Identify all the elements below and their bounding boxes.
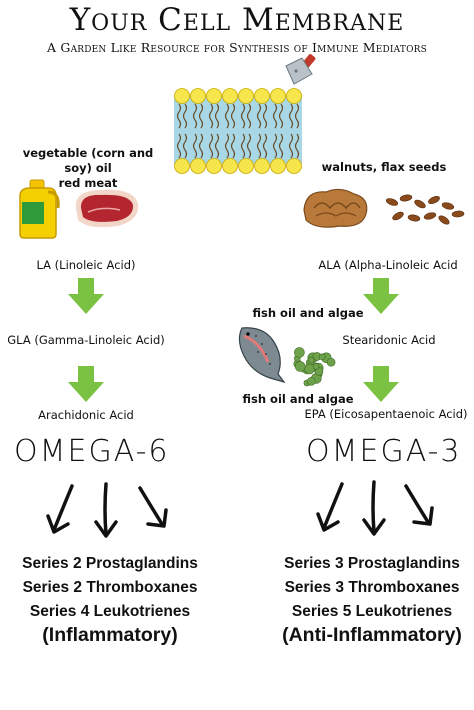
steak-icon — [75, 189, 139, 228]
omega3-source: walnuts, flax seeds — [321, 160, 447, 174]
omega3-branch-arrows — [316, 480, 434, 536]
meat-cleaver-icon — [285, 54, 316, 85]
omega3-label: OMEGA-3 — [306, 434, 462, 469]
walnut-icon — [303, 188, 368, 228]
omega6-series-item: Series 2 Thromboxanes — [22, 579, 198, 596]
omega6-series-item: Series 2 Prostaglandins — [22, 555, 198, 572]
omega6-branch-arrows — [46, 482, 168, 538]
omega6-source: vegetable (corn and soy) oil red meat — [8, 146, 168, 191]
page-title: Your Cell Membrane — [69, 2, 405, 38]
omega6-source-line2: red meat — [58, 176, 118, 190]
down-arrow-icon — [363, 278, 399, 314]
omega6-step2: GLA (Gamma-Linoleic Acid) — [7, 333, 165, 347]
down-arrow-icon — [68, 278, 104, 314]
oil-bottle-icon — [19, 179, 60, 239]
omega3-series-item: Series 3 Prostaglandins — [284, 555, 460, 572]
omega3-step1: ALA (Alpha-Linoleic Acid — [318, 258, 458, 272]
omega6-label: OMEGA-6 — [14, 434, 170, 469]
down-arrow-icon — [68, 366, 104, 402]
omega3-side-source-top: fish oil and algae — [252, 306, 364, 320]
omega3-step2: Stearidonic Acid — [342, 333, 436, 347]
flax-seeds-icon — [385, 194, 465, 225]
omega3-effect: (Anti-Inflammatory) — [282, 624, 462, 646]
algae-icon — [293, 347, 336, 387]
cell-membrane-bilayer-icon — [174, 88, 302, 174]
omega3-side-source-bottom: fish oil and algae — [242, 392, 354, 406]
omega3-series-item: Series 3 Thromboxanes — [284, 579, 460, 596]
omega6-series-list: Series 2 Prostaglandins Series 2 Thrombo… — [14, 552, 206, 624]
omega6-step1: LA (Linoleic Acid) — [36, 258, 136, 272]
omega6-series-item: Series 4 Leukotrienes — [29, 603, 191, 620]
omega6-step3: Arachidonic Acid — [38, 408, 134, 422]
omega3-series-list: Series 3 Prostaglandins Series 3 Thrombo… — [276, 552, 468, 624]
salmon-icon — [238, 327, 286, 384]
page-subtitle: A Garden Like Resource for Synthesis of … — [46, 40, 427, 55]
omega6-effect: (Inflammatory) — [42, 624, 178, 646]
down-arrow-icon — [363, 366, 399, 402]
omega3-series-item: Series 5 Leukotrienes — [291, 603, 453, 620]
omega3-step3: EPA (Eicosapentaenoic Acid) — [304, 407, 468, 421]
omega6-source-line1: vegetable (corn and soy) oil — [22, 146, 154, 175]
